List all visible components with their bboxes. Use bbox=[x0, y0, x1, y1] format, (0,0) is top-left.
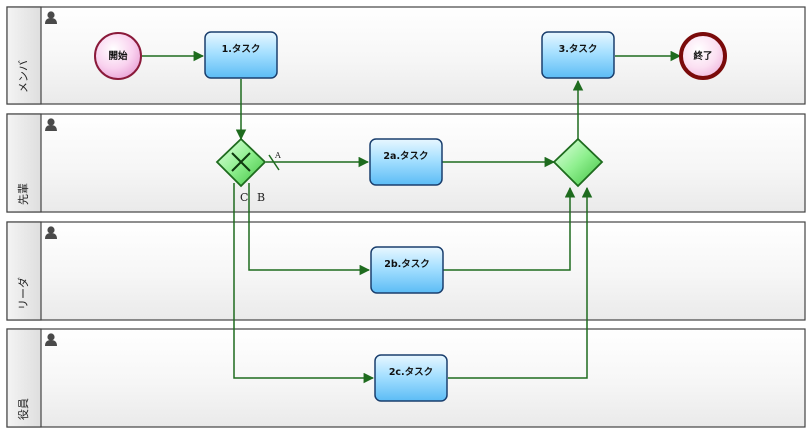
lane-label-executive: 役員 bbox=[16, 398, 30, 420]
task-2c-label: 2c.タスク bbox=[389, 366, 433, 378]
lane-leader: リーダ bbox=[6, 221, 806, 321]
task-2a-label: 2a.タスク bbox=[383, 150, 428, 162]
start-event-label: 開始 bbox=[108, 50, 128, 62]
end-event[interactable]: 終了 bbox=[679, 32, 727, 80]
flow-task2c-to-join[interactable] bbox=[448, 186, 593, 379]
flow-gateway-to-task2c[interactable] bbox=[233, 183, 375, 384]
exclusive-gateway-split[interactable] bbox=[215, 137, 267, 188]
task-3[interactable]: 3.タスク bbox=[541, 31, 615, 79]
flow-gateway-to-task2b[interactable] bbox=[248, 183, 371, 276]
task-2c[interactable]: 2c.タスク bbox=[374, 354, 448, 402]
end-event-label: 終了 bbox=[693, 50, 712, 62]
flow-task2b-to-join[interactable] bbox=[443, 186, 576, 271]
lane-label-leader: リーダ bbox=[16, 277, 30, 310]
lane-label-member: メンバ bbox=[17, 60, 30, 93]
lane-label-senior: 先輩 bbox=[16, 183, 30, 205]
edge-label-b: B bbox=[257, 191, 265, 204]
task-1[interactable]: 1.タスク bbox=[204, 31, 278, 79]
task-1-label: 1.タスク bbox=[222, 43, 261, 55]
edge-label-a: A bbox=[274, 151, 281, 160]
edge-label-c: C bbox=[240, 191, 248, 204]
start-event[interactable]: 開始 bbox=[94, 32, 142, 80]
task-2a[interactable]: 2a.タスク bbox=[369, 138, 443, 186]
task-3-label: 3.タスク bbox=[559, 43, 598, 55]
gateway-join[interactable] bbox=[552, 137, 604, 188]
task-2b[interactable]: 2b.タスク bbox=[370, 246, 444, 294]
default-flow-marker bbox=[268, 154, 280, 171]
task-2b-label: 2b.タスク bbox=[384, 258, 430, 270]
sequence-flows bbox=[142, 50, 682, 384]
